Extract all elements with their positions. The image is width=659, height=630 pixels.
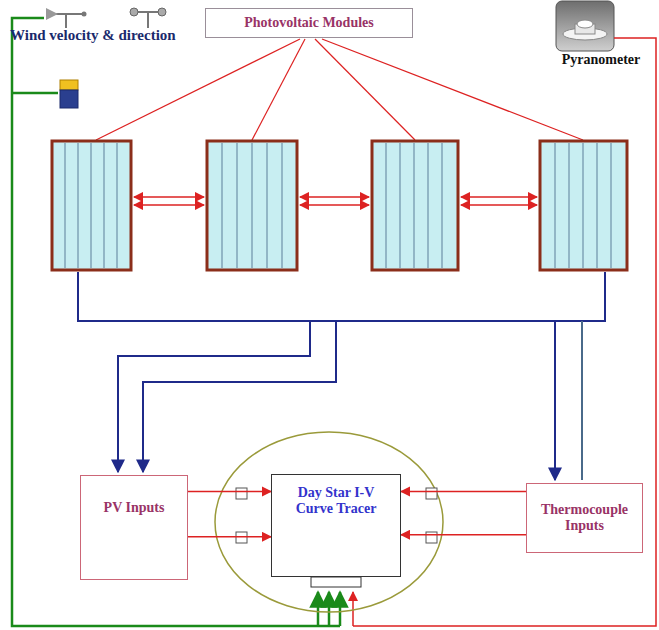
pv-module	[52, 141, 627, 270]
tracer-enclosure	[215, 432, 443, 612]
box-text: Day Star I-V Curve Tracer	[278, 485, 394, 517]
box-text: PV Inputs	[104, 500, 165, 516]
sensor-box: Pyranometer	[548, 2, 654, 72]
cup-anemometer-icon	[130, 8, 166, 28]
wind-vane-icon	[46, 8, 87, 28]
module-interconnect	[134, 197, 537, 205]
input-box: PV Inputs	[80, 475, 188, 580]
title-box: Photovoltaic Modules	[205, 8, 413, 38]
curve-tracer-box: Day Star I-V Curve Tracer	[271, 474, 401, 577]
pyranometer-icon	[556, 1, 614, 51]
instrument-label: Wind velocity & direction	[10, 27, 176, 44]
box-text: Thermocouple Inputs	[533, 502, 636, 534]
cell-line	[65, 143, 611, 268]
signal-arrow	[401, 534, 526, 536]
signal-arrow	[188, 536, 271, 538]
box-text: Pyranometer	[562, 52, 641, 68]
tracer-port	[311, 577, 361, 587]
module-leader-line	[96, 39, 583, 140]
module-output-wire	[78, 272, 605, 480]
signal-arrow	[188, 491, 271, 493]
box-text: Photovoltaic Modules	[244, 15, 374, 31]
signal-arrow	[401, 491, 526, 493]
sensor-icon	[60, 80, 78, 108]
input-box: Thermocouple Inputs	[526, 483, 643, 553]
